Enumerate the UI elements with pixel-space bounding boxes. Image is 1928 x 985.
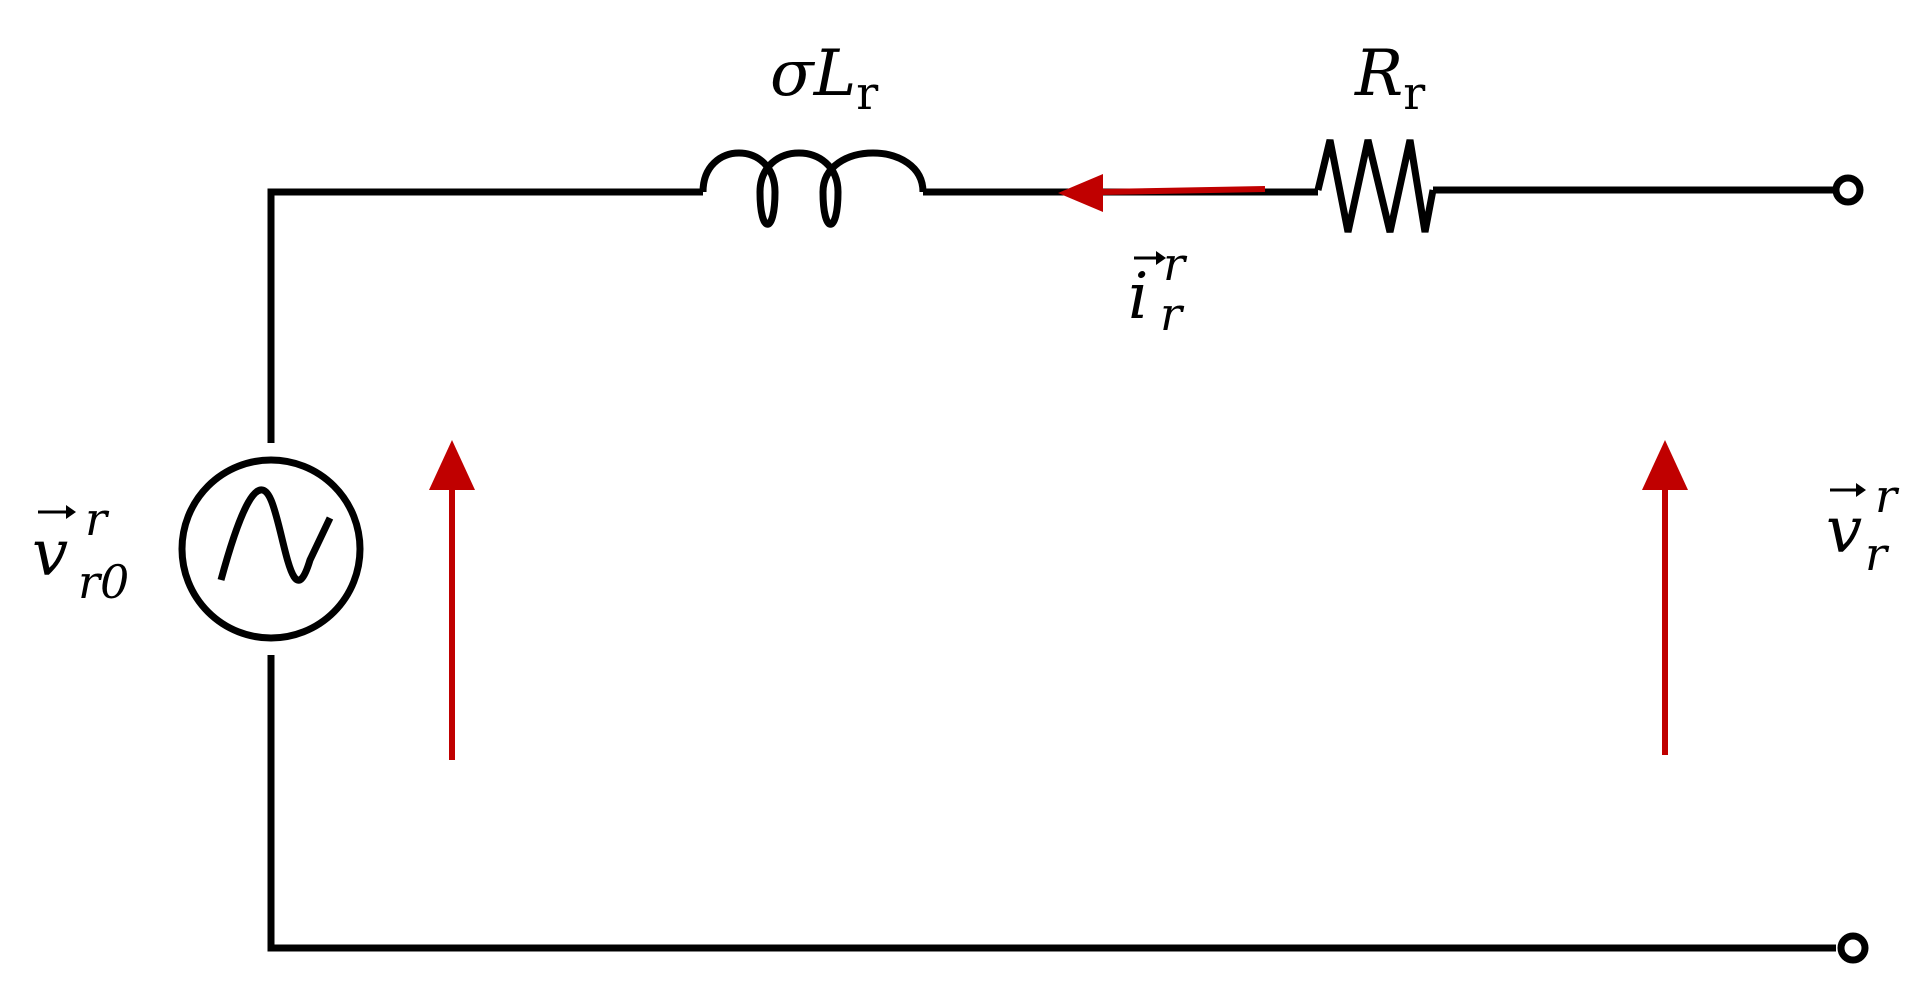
current-arrow-head: [1058, 174, 1103, 212]
source-voltage-label: v r r0: [32, 492, 129, 609]
terminal-voltage-arrow-head: [1642, 440, 1688, 490]
source-voltage-label-main: v: [32, 517, 68, 591]
resistor-label-sub: r: [1403, 66, 1425, 120]
inductor: [699, 149, 927, 228]
terminal-voltage-label-sup: r: [1875, 469, 1900, 523]
current-arrow: [1058, 174, 1266, 212]
inductor-label-sub: r: [856, 66, 878, 120]
resistor-label: Rr: [1354, 37, 1425, 120]
top-left-wire: [267, 188, 703, 443]
resistor-zigzag: [1314, 139, 1437, 233]
sine-wave-icon: [217, 486, 334, 584]
current-label-sub: r: [1160, 287, 1185, 341]
source-voltage-arrow-head: [429, 440, 475, 490]
inductor-coil: [699, 149, 927, 228]
terminal-voltage-label-sub: r: [1865, 527, 1890, 581]
current-label: i r r: [1128, 237, 1188, 341]
vector-arrow-head-icon: [1156, 251, 1166, 265]
ac-voltage-source: [178, 456, 364, 642]
inductor-label: σLr: [770, 37, 878, 120]
resistor: [1314, 139, 1437, 233]
current-label-sup: r: [1163, 237, 1188, 291]
terminal-voltage-label-main: v: [1826, 494, 1862, 568]
source-voltage-label-sup: r: [85, 492, 110, 546]
source-voltage-label-sub: r0: [78, 555, 129, 609]
terminal-voltage-arrow: [1642, 440, 1688, 755]
circuit-wires: [267, 186, 1836, 952]
vector-arrow-head-icon: [66, 505, 76, 519]
bottom-wire: [267, 655, 1836, 952]
top-terminal[interactable]: [1832, 174, 1864, 206]
current-label-main: i: [1128, 260, 1148, 334]
source-circle: [178, 456, 364, 642]
bottom-terminal[interactable]: [1837, 932, 1869, 964]
resistor-label-main: R: [1354, 37, 1403, 111]
vector-arrow-head-icon: [1856, 483, 1866, 497]
terminal-voltage-label: v r r: [1826, 469, 1900, 581]
current-arrow-shaft: [1099, 186, 1266, 195]
inductor-label-main: σL: [770, 37, 856, 111]
source-voltage-arrow: [429, 440, 475, 760]
